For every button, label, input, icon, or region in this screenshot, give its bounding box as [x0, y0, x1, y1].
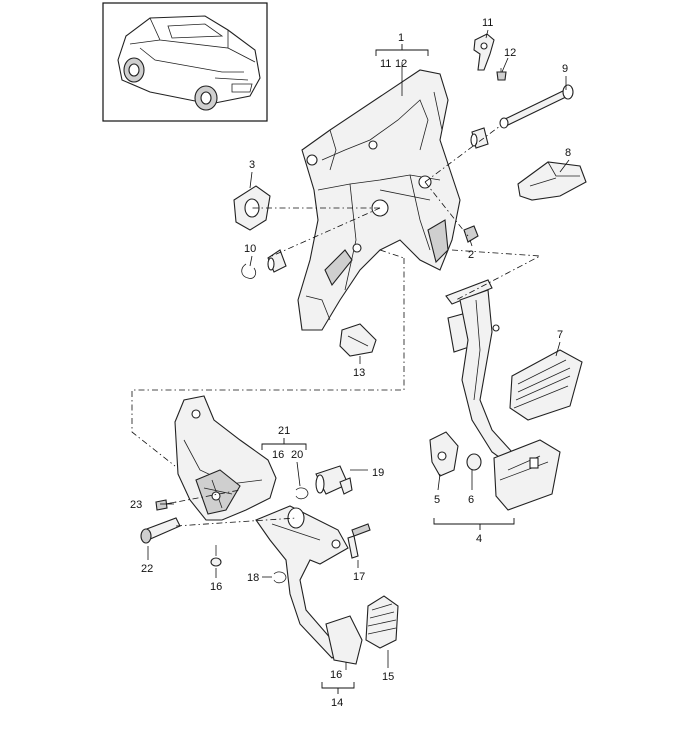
- callout-4: 4: [476, 533, 482, 545]
- callout-labels: 1 11 12 11 12 9 8 3 10 2 13 7 21 16 20 1…: [130, 17, 571, 709]
- callout-16: 16: [210, 581, 222, 593]
- vehicle-thumbnail: [102, 2, 268, 122]
- callout-23: 23: [130, 499, 142, 511]
- callout-13: 13: [353, 367, 365, 379]
- retaining-clip: [473, 33, 495, 71]
- callout-18: 18: [247, 572, 259, 584]
- brake-pedal-icon: [445, 279, 561, 511]
- group-brackets: [261, 44, 515, 694]
- clutch-pedal-icon: [174, 395, 277, 521]
- bushing-upper: [470, 127, 489, 149]
- callout-22: 22: [141, 563, 153, 575]
- gasket-plate: [233, 185, 271, 231]
- callout-10: 10: [244, 243, 256, 255]
- callout-8: 8: [565, 147, 571, 159]
- callout-5: 5: [434, 494, 440, 506]
- suv-thumbnail-icon: [117, 15, 261, 111]
- position-sensor: [315, 465, 353, 495]
- callout-19: 19: [372, 467, 384, 479]
- callout-7: 7: [557, 329, 563, 341]
- callout-14-sub-16: 16: [330, 669, 342, 681]
- callout-15: 15: [382, 671, 394, 683]
- mounting-screw: [155, 499, 177, 511]
- clutch-pedal-pad: [365, 595, 399, 649]
- connector: [339, 323, 377, 357]
- switch-cap: [466, 453, 482, 471]
- callout-1-sub-11: 11: [380, 58, 391, 70]
- pedal-circlip: [273, 571, 287, 584]
- callout-11: 11: [482, 17, 493, 29]
- pedal-bracket-icon: [297, 69, 461, 331]
- bushing-lower: [267, 249, 287, 273]
- callout-2: 2: [468, 249, 474, 261]
- assembly-lines: [131, 125, 542, 527]
- callout-17: 17: [353, 571, 365, 583]
- clutch-pedal-lever: [255, 505, 363, 665]
- callout-20: 20: [291, 449, 303, 461]
- callout-21: 21: [278, 425, 290, 437]
- pivot-bolt: [140, 517, 181, 544]
- callout-1-sub-12: 12: [395, 58, 407, 70]
- switch-bracket: [517, 161, 587, 201]
- circlip: [241, 263, 256, 279]
- bolt-small: [347, 523, 371, 559]
- screw-small: [496, 68, 507, 81]
- leader-lines: [147, 29, 570, 670]
- pivot-pin: [499, 84, 574, 129]
- callout-3: 3: [249, 159, 255, 171]
- sensor-clip: [295, 487, 309, 500]
- callout-21-sub-16: 16: [272, 449, 284, 461]
- callout-12: 12: [504, 47, 516, 59]
- callout-6: 6: [468, 494, 474, 506]
- pedal-switch: [429, 431, 459, 477]
- callout-14: 14: [331, 697, 343, 709]
- grommet: [210, 545, 222, 567]
- callout-1: 1: [398, 32, 404, 44]
- brake-pedal-pad: [509, 349, 583, 421]
- nut: [463, 225, 479, 243]
- callout-9: 9: [562, 63, 568, 75]
